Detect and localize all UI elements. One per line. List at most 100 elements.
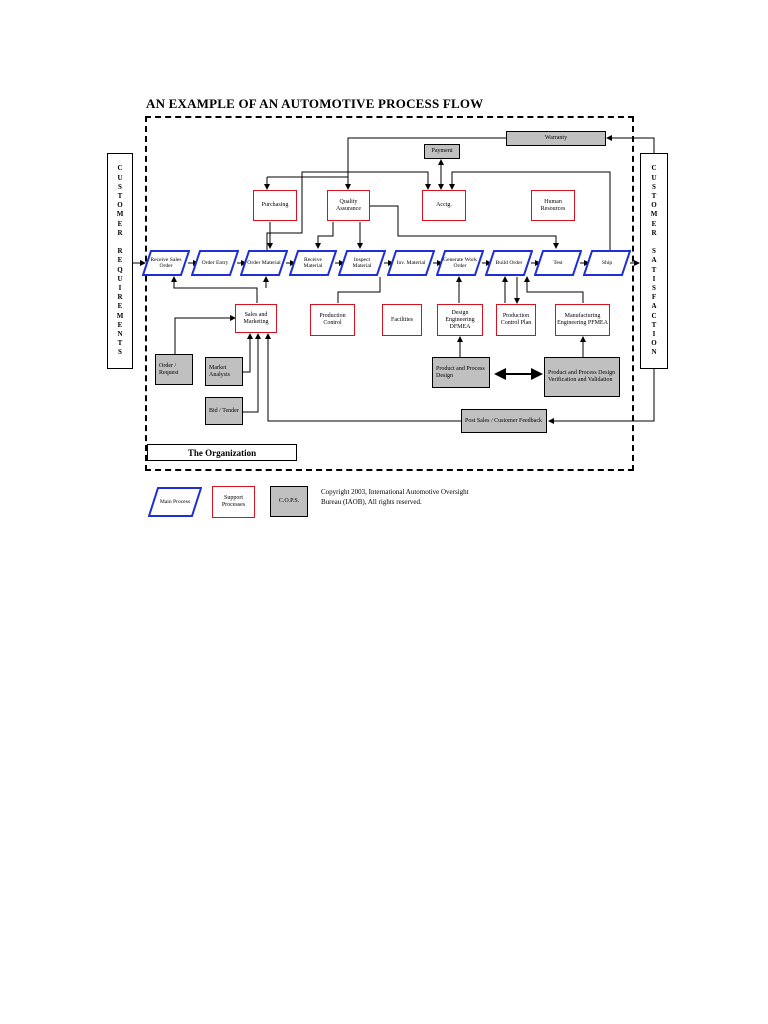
main-process-6: Generate Work Order <box>436 250 484 276</box>
post-sales-feedback-box: Post Sales / Customer Feedback <box>461 409 547 433</box>
product-process-design-box: Product and Process Design <box>432 357 490 388</box>
main-process-label: Receive Sales Order <box>150 256 182 270</box>
main-process-shape <box>338 250 386 276</box>
customer-requirements-letter: T <box>117 192 123 201</box>
payment-box: Payment <box>424 144 460 159</box>
arrow-ship-to-acctg <box>449 171 611 250</box>
customer-satisfaction-letter: A <box>651 302 657 311</box>
legend-main-process-label: Main Process <box>159 498 191 505</box>
customer-satisfaction-letter: R <box>651 228 657 237</box>
arrow-sales-to-receive <box>171 276 258 303</box>
facilities-box: Facilities <box>382 304 422 336</box>
design-engineering-box: Design Engineering DFMEA <box>437 304 483 336</box>
customer-satisfaction-letter: A <box>651 256 657 265</box>
main-process-2: Order Material <box>240 250 288 276</box>
customer-requirements-letter: U <box>117 274 123 283</box>
quality-assurance-box: Quality Assurance <box>327 190 370 221</box>
customer-satisfaction-letter: S <box>652 182 656 191</box>
purchasing-box: Purchasing <box>253 190 297 221</box>
main-process-label: Receive Material <box>303 256 323 270</box>
main-process-label: Build Order <box>495 259 523 266</box>
main-process-label: Order Material <box>247 259 281 266</box>
arrow-cs-to-postsales <box>548 369 655 424</box>
warranty-box: Warranty <box>506 131 606 146</box>
main-process-shape <box>191 250 239 276</box>
customer-satisfaction-letter: S <box>652 283 656 292</box>
main-process-label: Ship <box>601 259 613 266</box>
customer-satisfaction-letter: T <box>651 192 657 201</box>
manufacturing-engineering-box: Manufacturing Engineering PFMEA <box>555 304 610 336</box>
main-process-label: Inspect Material <box>352 256 372 270</box>
organization-boundary <box>145 116 634 471</box>
customer-satisfaction-letter: T <box>651 265 657 274</box>
arrow-postsales-to-sales <box>265 333 461 422</box>
arrow-order-material-to-acctg <box>266 171 431 250</box>
line-production-control-up <box>337 277 381 303</box>
main-process-shape <box>240 250 288 276</box>
main-process-label: Generate Work Order <box>443 256 477 270</box>
main-process-1: Order Entry <box>191 250 239 276</box>
customer-satisfaction-letter: C <box>651 164 657 173</box>
arrow-bid-to-sales <box>243 333 261 413</box>
customer-satisfaction-letter: N <box>651 348 657 357</box>
arrow-qa-to-receive <box>315 222 334 249</box>
customer-requirements-letter: E <box>117 320 123 329</box>
main-process-9: Ship <box>583 250 631 276</box>
customer-satisfaction-letter: I <box>652 274 656 283</box>
production-control-box: Production Control <box>310 304 355 336</box>
main-process-shape <box>289 250 337 276</box>
main-process-label: Inv. Material <box>396 259 426 266</box>
arrow-qa-to-test <box>370 205 559 249</box>
sales-marketing-box: Sales and Marketing <box>235 304 277 333</box>
main-process-label: Test <box>553 259 563 266</box>
arrow-cs-to-warranty <box>606 135 655 153</box>
legend-cops: C.O.P.S. <box>270 486 308 517</box>
customer-requirements-letter: T <box>117 339 123 348</box>
customer-satisfaction-letter: F <box>651 293 657 302</box>
main-process-7: Build Order <box>485 250 533 276</box>
market-analysis-box: Market Analysis <box>205 357 243 386</box>
order-request-box: Order / Request <box>155 354 193 385</box>
customer-requirements-letter: M <box>116 311 124 320</box>
main-process-shape <box>142 250 190 276</box>
arrow-market-to-sales <box>243 333 253 373</box>
customer-satisfaction-letter: O <box>651 339 657 348</box>
legend-main-process-shape <box>148 487 202 517</box>
customer-satisfaction-letter: C <box>651 311 657 320</box>
customer-requirements-letter: E <box>117 302 123 311</box>
main-process-3: Receive Material <box>289 250 337 276</box>
acctg-box: Acctg. <box>422 190 466 221</box>
customer-requirements-letter: R <box>117 293 123 302</box>
legend-support-processes: Support Processes <box>212 486 255 518</box>
copyright-text: Copyright 2003, International Automotive… <box>321 488 469 506</box>
customer-requirements-letter: C <box>117 164 123 173</box>
customer-requirements-letter: S <box>118 182 122 191</box>
customer-satisfaction-letter: T <box>651 320 657 329</box>
customer-satisfaction-letter: O <box>651 201 657 210</box>
legend-main-process: Main Process <box>148 487 202 517</box>
design-verification-box: Product and Process Design Verification … <box>544 357 620 397</box>
arrow-order-request-to-sales <box>174 315 236 354</box>
customer-requirements-letter: E <box>117 256 123 265</box>
customer-requirements-letter: Q <box>117 265 123 274</box>
main-process-shape <box>436 250 484 276</box>
customer-requirements-letter: R <box>117 247 123 256</box>
main-process-0: Receive Sales Order <box>142 250 190 276</box>
main-process-4: Inspect Material <box>338 250 386 276</box>
customer-satisfaction-letter: E <box>651 219 657 228</box>
customer-satisfaction-letter: M <box>650 210 658 219</box>
customer-satisfaction-letter: S <box>652 247 656 256</box>
customer-requirements-letter: I <box>118 283 122 292</box>
customer-requirements-letter: M <box>116 210 124 219</box>
customer-requirements-letter: N <box>117 329 123 338</box>
main-process-label: Order Entry <box>201 259 229 266</box>
customer-requirements-letter: R <box>117 228 123 237</box>
page-title: AN EXAMPLE OF AN AUTOMOTIVE PROCESS FLOW <box>146 96 484 111</box>
customer-requirements-letter: O <box>117 201 123 210</box>
main-process-shape <box>485 250 533 276</box>
